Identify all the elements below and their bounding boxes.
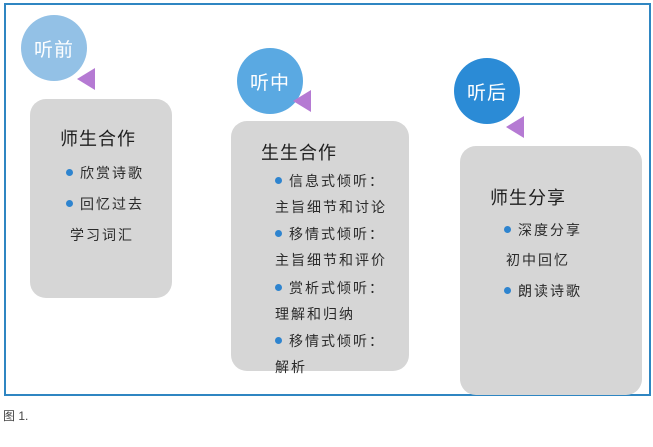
figure-caption: 图 1. [3, 409, 29, 423]
bullet-dot [66, 169, 73, 176]
card-line: 朗读诗歌 [518, 284, 582, 300]
bullet-dot [275, 337, 282, 344]
stage-after: 听后 师生分享 深度分享 初中回忆 朗读诗歌 [6, 5, 649, 395]
bullet-dot [66, 200, 73, 207]
card-line: 移情式倾听： [289, 334, 385, 350]
card-line: 解析 [275, 360, 307, 376]
card-line: 主旨细节和讨论 [275, 200, 387, 216]
card-line: 赏析式倾听： [289, 281, 385, 297]
bullet-dot [275, 284, 282, 291]
stage-during: 听中 生生合作 信息式倾听： 主旨细节和讨论 移情式倾听： 主旨细节和评价 赏析… [6, 5, 649, 394]
card-title-during: 生生合作 [261, 143, 337, 164]
stage-before: 听前 师生合作 欣赏诗歌 回忆过去 学习词汇 [6, 5, 649, 394]
stage-card-during: 生生合作 信息式倾听： 主旨细节和讨论 移情式倾听： 主旨细节和评价 赏析式倾听… [231, 121, 409, 376]
diagram-frame: 听前 师生合作 欣赏诗歌 回忆过去 学习词汇 听中 生生合作 信息式倾听： 主旨… [4, 3, 651, 396]
card-line: 回忆过去 [80, 197, 144, 213]
card-title-before: 师生合作 [60, 129, 136, 150]
pointer-triangle-after [506, 116, 524, 138]
stage-bubble-after: 听后 [454, 58, 520, 124]
card-line: 欣赏诗歌 [80, 166, 144, 182]
stage-bubble-during: 听中 [237, 48, 303, 114]
bullet-dot [275, 230, 282, 237]
card-line: 初中回忆 [506, 253, 570, 269]
card-line: 主旨细节和评价 [275, 253, 387, 269]
card-title-after: 师生分享 [490, 188, 566, 209]
bullet-dot [275, 177, 282, 184]
card-line: 移情式倾听： [289, 227, 385, 243]
card-line: 学习词汇 [70, 228, 134, 244]
card-line: 信息式倾听： [289, 174, 385, 190]
card-line: 深度分享 [518, 223, 582, 239]
card-line: 理解和归纳 [275, 307, 355, 323]
stage-card-after: 师生分享 深度分享 初中回忆 朗读诗歌 [460, 146, 642, 395]
stage-card-before: 师生合作 欣赏诗歌 回忆过去 学习词汇 [30, 99, 172, 298]
pointer-triangle-before [77, 68, 95, 90]
pointer-triangle-during [293, 90, 311, 112]
stage-bubble-before: 听前 [21, 15, 87, 81]
bullet-dot [504, 226, 511, 233]
bullet-dot [504, 287, 511, 294]
